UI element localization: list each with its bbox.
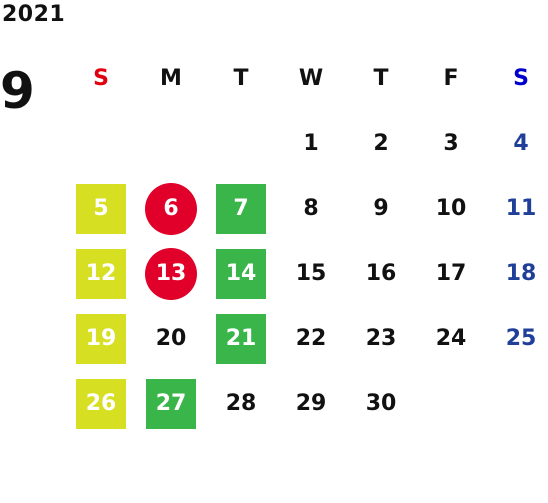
day-number: 14	[225, 261, 257, 286]
day-cell-1[interactable]: 1	[276, 111, 346, 176]
day-cell-23[interactable]: 23	[346, 306, 416, 371]
day-cell-15[interactable]: 15	[276, 241, 346, 306]
day-number: 7	[233, 196, 249, 221]
day-number: 12	[85, 261, 117, 286]
day-cell-24[interactable]: 24	[416, 306, 486, 371]
day-number: 13	[155, 261, 187, 286]
day-cell-19[interactable]: 19	[66, 306, 136, 371]
week-row: 26 27 28 29 30	[66, 371, 548, 436]
day-number: 27	[155, 391, 187, 416]
weekday-header-5: F	[443, 66, 459, 91]
yellow-square-marker	[76, 248, 126, 299]
green-square-marker	[216, 248, 266, 299]
day-number: 17	[435, 261, 467, 286]
day-number: 8	[303, 196, 319, 221]
day-number: 20	[155, 326, 187, 351]
day-number: 26	[85, 391, 117, 416]
day-number: 25	[505, 326, 537, 351]
day-number: 18	[505, 261, 537, 286]
weekday-header-6: S	[513, 66, 529, 91]
day-number: 15	[295, 261, 327, 286]
day-cell-28[interactable]: 28	[206, 371, 276, 436]
green-square-marker	[216, 313, 266, 364]
year-label: 2021	[2, 2, 66, 27]
day-number: 10	[435, 196, 467, 221]
day-cell-27[interactable]: 27	[136, 371, 206, 436]
day-number: 16	[365, 261, 397, 286]
day-number: 9	[373, 196, 389, 221]
day-cell-16[interactable]: 16	[346, 241, 416, 306]
yellow-square-marker	[76, 183, 126, 234]
day-cell-11[interactable]: 11	[486, 176, 548, 241]
day-cell-9[interactable]: 9	[346, 176, 416, 241]
week-row: 5 6 7 8 9 10 11	[66, 176, 548, 241]
day-number: 6	[163, 196, 179, 221]
day-cell-8[interactable]: 8	[276, 176, 346, 241]
day-number: 29	[295, 391, 327, 416]
empty-day-cell	[136, 111, 206, 176]
day-number: 2	[373, 131, 389, 156]
week-row: 19 20 21 22 23 24 25	[66, 306, 548, 371]
yellow-square-marker	[76, 378, 126, 429]
day-number: 28	[225, 391, 257, 416]
day-cell-17[interactable]: 17	[416, 241, 486, 306]
day-cell-4[interactable]: 4	[486, 111, 548, 176]
day-number: 1	[303, 131, 319, 156]
red-circle-marker	[145, 182, 197, 235]
weekday-header-0: S	[93, 66, 109, 91]
week-row: 1 2 3 4	[66, 111, 548, 176]
day-cell-14[interactable]: 14	[206, 241, 276, 306]
empty-day-cell	[206, 111, 276, 176]
day-cell-22[interactable]: 22	[276, 306, 346, 371]
day-number: 23	[365, 326, 397, 351]
day-number: 3	[443, 131, 459, 156]
day-cell-29[interactable]: 29	[276, 371, 346, 436]
green-square-marker	[216, 183, 266, 234]
empty-day-cell	[66, 111, 136, 176]
day-cell-7[interactable]: 7	[206, 176, 276, 241]
red-circle-marker	[145, 247, 197, 300]
weekday-header-2: T	[233, 66, 249, 91]
week-row: 12 13 14 15 16 17 18	[66, 241, 548, 306]
day-number: 4	[513, 131, 529, 156]
day-cell-18[interactable]: 18	[486, 241, 548, 306]
month-label: 9	[0, 62, 35, 120]
day-number: 22	[295, 326, 327, 351]
day-number: 30	[365, 391, 397, 416]
weekday-header-3: W	[298, 66, 324, 91]
weekday-header-1: M	[160, 66, 182, 91]
day-cell-21[interactable]: 21	[206, 306, 276, 371]
day-cell-5[interactable]: 5	[66, 176, 136, 241]
day-cell-3[interactable]: 3	[416, 111, 486, 176]
green-square-marker	[146, 378, 196, 429]
empty-day-cell	[416, 371, 486, 436]
day-cell-20[interactable]: 20	[136, 306, 206, 371]
weekday-header-4: T	[373, 66, 389, 91]
day-number: 11	[505, 196, 537, 221]
day-number: 19	[85, 326, 117, 351]
day-cell-26[interactable]: 26	[66, 371, 136, 436]
day-cell-12[interactable]: 12	[66, 241, 136, 306]
day-cell-25[interactable]: 25	[486, 306, 548, 371]
yellow-square-marker	[76, 313, 126, 364]
day-cell-30[interactable]: 30	[346, 371, 416, 436]
day-number: 21	[225, 326, 257, 351]
day-cell-10[interactable]: 10	[416, 176, 486, 241]
day-cell-6[interactable]: 6	[136, 176, 206, 241]
empty-day-cell	[486, 371, 548, 436]
day-number: 5	[93, 196, 109, 221]
day-number: 24	[435, 326, 467, 351]
day-cell-2[interactable]: 2	[346, 111, 416, 176]
day-cell-13[interactable]: 13	[136, 241, 206, 306]
